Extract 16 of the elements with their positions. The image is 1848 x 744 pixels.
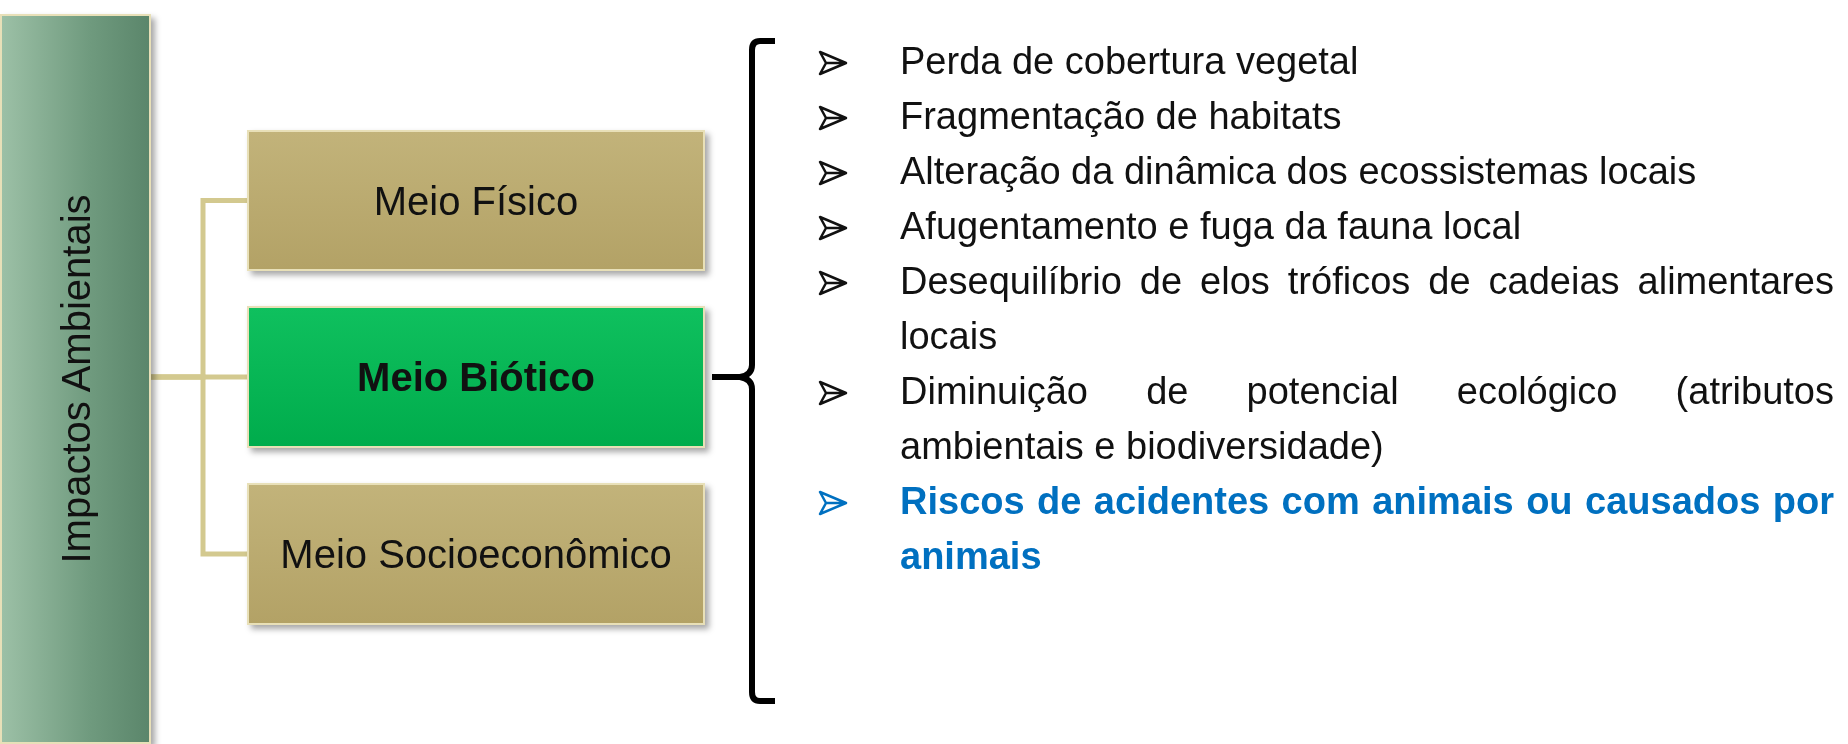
node-label: Meio Socioeconômico <box>279 531 673 578</box>
node-label: Meio Físico <box>372 177 580 225</box>
node-label: Meio Biótico <box>356 354 596 401</box>
list-item-text: Afugentamento e fuga da fauna local <box>900 204 1523 249</box>
connector-line <box>151 374 247 557</box>
category-box <box>247 306 705 448</box>
list-item-text: Fragmentação de habitats <box>900 94 1343 139</box>
list-item-text: Perda de cobertura vegetal <box>900 39 1360 84</box>
list-item-text: Desequilíbrio de elos tróficos de cadeias alimentares locais <box>900 259 1834 359</box>
vertical-title-box <box>0 14 151 744</box>
category-box <box>247 130 705 271</box>
list-item-text: Alteração da dinâmica dos ecossistemas locais <box>900 149 1698 194</box>
list-item-text: Riscos de acidentes com animais ou causados por animais <box>900 479 1834 579</box>
node-label: Impactos Ambientais <box>52 194 99 564</box>
list-item-text: Diminuição de potencial ecológico (atributos ambientais e biodiversidade) <box>900 369 1834 469</box>
category-box <box>247 483 705 625</box>
